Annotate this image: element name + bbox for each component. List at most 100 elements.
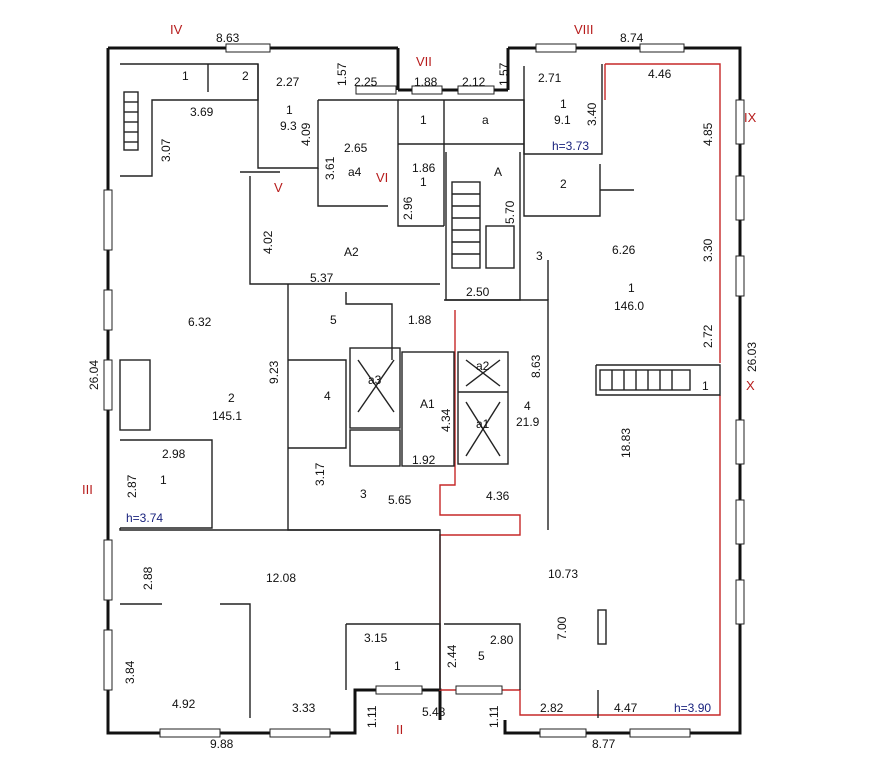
dim-label: 4.02 (261, 230, 275, 254)
section-marker-vii: VII (416, 54, 432, 69)
room-label: 5 (478, 649, 485, 663)
dim-label: 2.96 (401, 196, 415, 220)
room-label: 1 (420, 113, 427, 127)
staircase-left (123, 91, 139, 151)
dim-label: 12.08 (266, 571, 296, 585)
dim-label: 8.77 (592, 737, 616, 751)
room-label: а1 (476, 417, 490, 431)
dim-label: 7.00 (555, 616, 569, 640)
room-label: 1 (394, 659, 401, 673)
room-area: 9.1 (554, 113, 571, 127)
room-area: 9.3 (280, 119, 297, 133)
dim-label: 1.11 (487, 705, 501, 728)
dim-label: 6.26 (612, 243, 636, 257)
ceiling-height-label: h=3.74 (126, 511, 163, 525)
dim-label: 3.61 (323, 156, 337, 180)
dim-label: 2.80 (490, 633, 514, 647)
room-label: а2 (476, 359, 490, 373)
dim-label: 6.32 (188, 315, 212, 329)
room-label: 1 (286, 103, 293, 117)
room-label: 1 (628, 281, 635, 295)
dim-label: 8.63 (529, 354, 543, 378)
dim-label: 3.17 (313, 462, 327, 486)
room-label: 5 (330, 313, 337, 327)
dim-label: 5.37 (310, 271, 334, 285)
section-marker-ix: IX (744, 110, 757, 125)
room-label: 1 (560, 97, 567, 111)
room-label: а (482, 113, 489, 127)
dim-label: 4.09 (299, 122, 313, 146)
room-label: 1 (160, 473, 167, 487)
dim-label: 2.25 (354, 75, 378, 89)
dim-label: 4.36 (486, 489, 510, 503)
dim-label: 5.70 (503, 200, 517, 224)
dim-label: 2.71 (538, 71, 562, 85)
dim-label: 2.82 (540, 701, 564, 715)
room-label: 1 (420, 175, 427, 189)
room-label: а3 (368, 373, 382, 387)
dim-label: 3.69 (190, 105, 214, 119)
dim-label: 2.87 (125, 474, 139, 498)
dim-label: 2.72 (701, 324, 715, 348)
dim-label: 2.88 (141, 566, 155, 590)
room-label: А (494, 165, 502, 179)
interior-walls (119, 63, 721, 718)
dim-label: 1.86 (412, 161, 436, 175)
dim-label: 1.11 (365, 705, 379, 728)
ceiling-heights: h=3.73 h=3.74 h=3.90 (126, 139, 711, 715)
dim-label: 3.15 (364, 631, 388, 645)
dim-label: 3.33 (292, 701, 316, 715)
dim-label: 9.88 (210, 737, 234, 751)
dim-label: 18.83 (619, 428, 633, 458)
dim-label: 8.63 (216, 31, 240, 45)
room-area: 145.1 (212, 409, 242, 423)
room-label: 2 (560, 177, 567, 191)
room-label: 4 (524, 399, 531, 413)
dim-label: 3.30 (701, 238, 715, 262)
dim-label: 2.65 (344, 141, 368, 155)
elevator-shafts (357, 359, 501, 457)
dim-label: 2.12 (462, 75, 486, 89)
dim-label: 4.85 (701, 122, 715, 146)
dimension-labels: 8.63 8.74 9.88 8.77 26.04 26.03 2.27 1.5… (87, 31, 759, 751)
section-marker-iv: IV (170, 22, 183, 37)
room-label: 2 (228, 391, 235, 405)
staircase-right (599, 369, 691, 391)
ceiling-height-label: h=3.73 (552, 139, 589, 153)
room-label: a4 (348, 165, 362, 179)
dim-label: 3.07 (159, 138, 173, 162)
room-area: 146.0 (614, 299, 644, 313)
room-label: 2 (242, 69, 249, 83)
room-label: 3 (536, 249, 543, 263)
dim-label: 4.34 (439, 408, 453, 432)
room-label: 3 (360, 487, 367, 501)
section-marker-ii: II (396, 722, 403, 737)
dim-label: 2.27 (276, 75, 300, 89)
ceiling-height-label: h=3.90 (674, 701, 711, 715)
room-label: 1 (702, 379, 709, 393)
dim-label: 26.04 (87, 360, 101, 390)
dim-label: 1.88 (414, 75, 438, 89)
section-markers: IV VII VIII IX V VI III X II (82, 22, 757, 737)
room-label: А1 (420, 397, 435, 411)
room-label: А2 (344, 245, 359, 259)
dim-label: 1.57 (335, 62, 349, 86)
dim-label: 4.46 (648, 67, 672, 81)
dim-label: 2.50 (466, 285, 490, 299)
dim-label: 4.47 (614, 701, 638, 715)
section-marker-viii: VIII (574, 22, 594, 37)
section-marker-x: X (746, 378, 755, 393)
dim-label: 26.03 (745, 342, 759, 372)
dim-label: 8.74 (620, 31, 644, 45)
room-label: 4 (324, 389, 331, 403)
dim-label: 5.48 (422, 705, 446, 719)
dim-label: 4.92 (172, 697, 196, 711)
dim-label: 3.40 (585, 102, 599, 126)
section-marker-iii: III (82, 482, 93, 497)
room-label: 1 (182, 69, 189, 83)
section-marker-v: V (274, 180, 283, 195)
staircase-center (451, 181, 515, 269)
section-marker-vi: VI (376, 170, 388, 185)
dim-label: 1.57 (497, 62, 511, 86)
